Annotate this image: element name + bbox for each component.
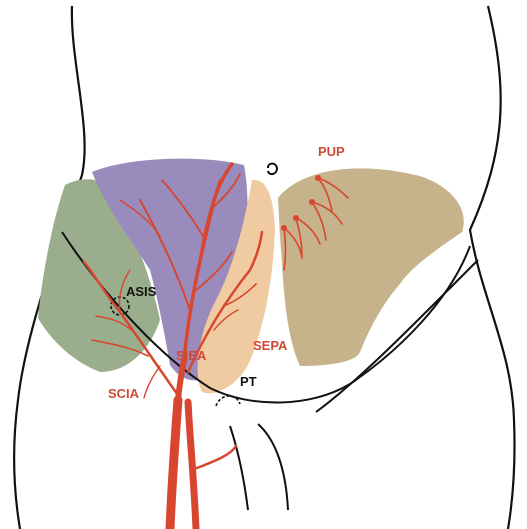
scia-branch-4: [144, 366, 160, 398]
label-scia: SCIA: [108, 386, 140, 401]
side-branch-lower: [192, 446, 236, 470]
body-outline-right: [470, 6, 515, 529]
femoral-branch-right: [188, 402, 196, 529]
thigh-crease-right: [258, 424, 288, 510]
label-pup: PUP: [318, 144, 345, 159]
label-asis: ASIS: [126, 284, 157, 299]
label-siea: SIEA: [176, 348, 207, 363]
pup-flap-region: [278, 168, 464, 366]
femoral-trunk: [170, 400, 178, 529]
label-sepa: SEPA: [253, 338, 288, 353]
label-pt: PT: [240, 374, 257, 389]
thigh-crease-left: [230, 426, 248, 510]
umbilicus-icon: [268, 164, 277, 175]
